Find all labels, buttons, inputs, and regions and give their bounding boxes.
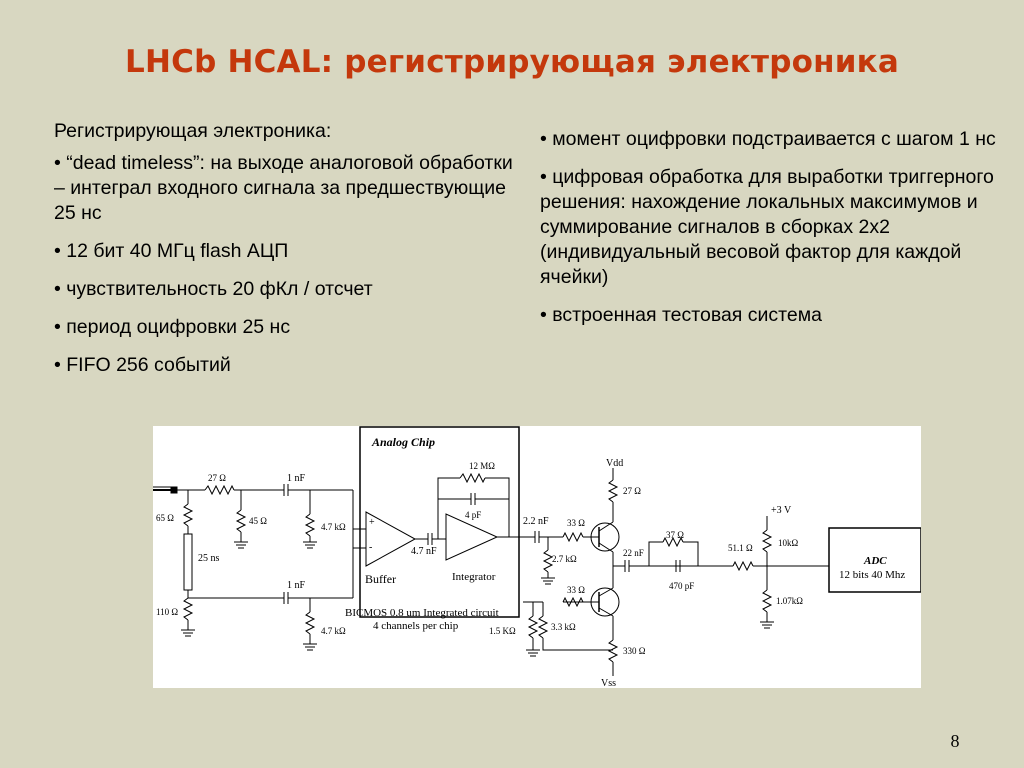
page-number: 8 [950,731,960,751]
r47k-b-label: 4.7 kΩ [321,626,346,636]
r27a-label: 27 Ω [208,473,226,483]
right-bullet-3: • встроенная тестовая система [540,304,822,326]
left-bullet-1: • “dead timeless”: на выходе аналоговой … [54,152,513,224]
plus-label: + [369,517,375,528]
right-bullet-1: • момент оцифровки подстраивается с шаго… [540,128,996,150]
c22nf-b-label: 22 nF [623,548,644,558]
transistor-upper [590,522,620,552]
left-intro: Регистрирующая электроника: [54,120,332,142]
r33k-label: 3.3 kΩ [551,622,576,632]
r37-label: 37 Ω [666,530,684,540]
c470pf-label: 470 pF [669,581,694,591]
v3-label: +3 V [771,505,792,516]
r330-label: 330 Ω [623,646,646,656]
r45-label: 45 Ω [249,516,267,526]
delay-cable [183,533,193,591]
vss-label: Vss [601,678,616,688]
c22nf-a-label: 2.2 nF [523,516,549,527]
r110-label: 110 Ω [156,607,178,617]
r107k-label: 1.07kΩ [776,596,803,606]
c1nf-a-label: 1 nF [287,473,306,484]
r47k-a-label: 4.7 kΩ [321,522,346,532]
integrator-label: Integrator [452,571,496,583]
c4pf-label: 4 pF [465,510,481,520]
circuit-svg: Analog Chip Buffer Integrator BICMOS 0.8… [153,426,921,688]
r33a-label: 33 Ω [567,518,585,528]
left-bullet-3: • чувствительность 20 фКл / отсчет [54,278,373,300]
left-column: Регистрирующая электроника: • “dead time… [54,119,514,391]
left-bullet-2: • 12 бит 40 МГц flash АЦП [54,240,289,262]
r27k-label: 2.7 kΩ [552,554,577,564]
c47nf-label: 4.7 nF [411,546,437,557]
r27b-label: 27 Ω [623,486,641,496]
chip-note-2: 4 channels per chip [373,620,459,632]
adc-spec: 12 bits 40 Mhz [839,569,905,581]
minus-label: - [369,542,372,553]
buffer-label: Buffer [365,572,396,586]
c1nf-b-label: 1 nF [287,580,306,591]
r33b-label: 33 Ω [567,585,585,595]
slide-title: LHCb HCAL: регистрирующая электроника [125,44,899,80]
r12m-label: 12 MΩ [469,461,495,471]
adc-title: ADC [863,555,887,567]
r65-label: 65 Ω [156,513,174,523]
r511-label: 51.1 Ω [728,543,753,553]
delay-label: 25 ns [198,553,220,564]
circuit-diagram: Analog Chip Buffer Integrator BICMOS 0.8… [153,426,921,688]
buffer-amp [365,511,417,567]
adc-box [828,527,921,593]
r10k-label: 10kΩ [778,538,799,548]
resistor-27-input [204,484,235,496]
right-column: • момент оцифровки подстраивается с шаго… [540,127,1000,341]
chip-note-1: BICMOS 0.8 um Integrated circuit [345,607,499,619]
left-bullet-4: • период оцифровки 25 нс [54,316,291,338]
left-bullet-5: • FIFO 256 событий [54,354,231,376]
analog-chip-label: Analog Chip [371,435,435,449]
integrator-amp [445,513,499,561]
right-bullet-2: • цифровая обработка для выработки тригг… [540,166,994,288]
vdd-label: Vdd [606,458,623,469]
r15k-label: 1.5 KΩ [489,626,516,636]
analog-chip-box [359,426,520,618]
